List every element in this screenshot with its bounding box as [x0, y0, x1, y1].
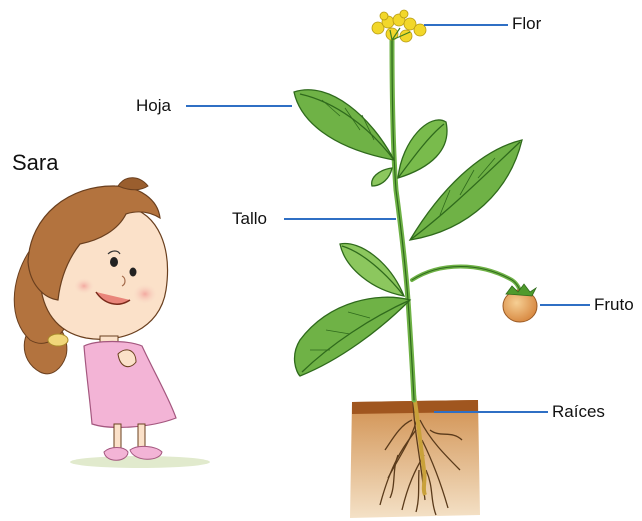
label-leaf: Hoja — [136, 97, 171, 114]
leaf-top-left — [294, 90, 394, 160]
label-roots: Raíces — [552, 403, 605, 420]
label-fruit: Fruto — [594, 296, 634, 313]
leaf-middle-left — [340, 244, 404, 296]
girl-illustration — [14, 178, 210, 468]
label-flower: Flor — [512, 15, 541, 32]
character-name: Sara — [12, 152, 58, 174]
flower — [372, 10, 426, 42]
soil — [350, 400, 480, 518]
label-stem: Tallo — [232, 210, 267, 227]
leaf-upper-right — [398, 120, 447, 178]
fruit — [503, 284, 537, 322]
